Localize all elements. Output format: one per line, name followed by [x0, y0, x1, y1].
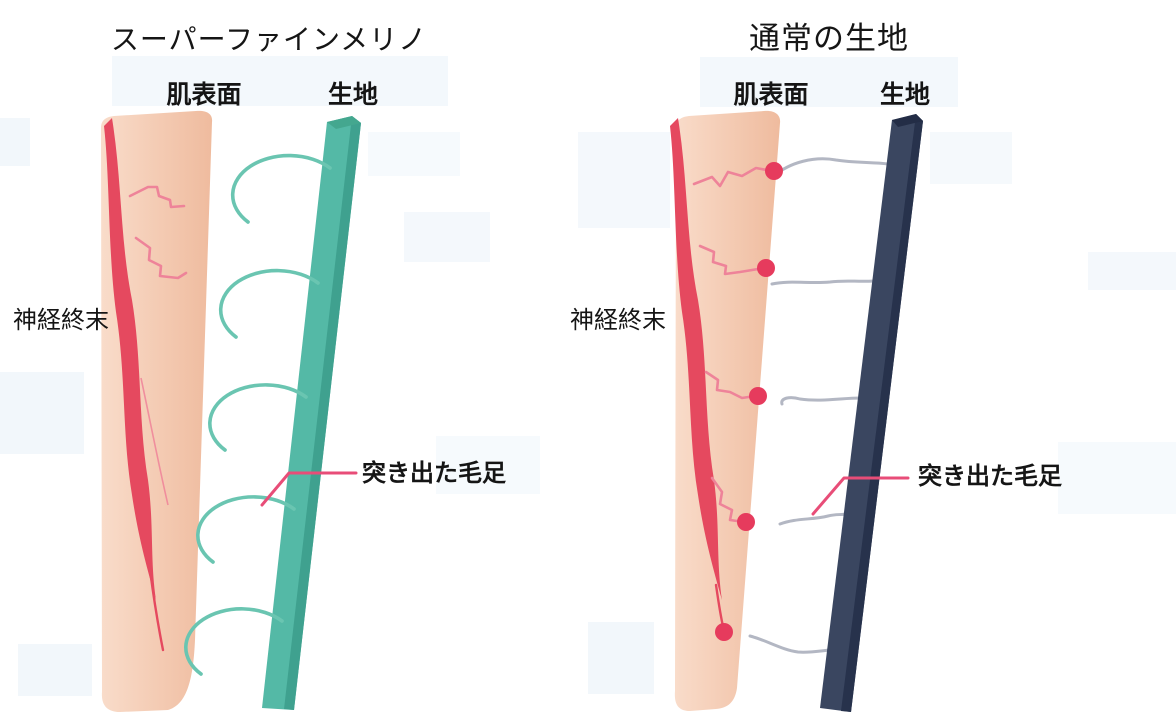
- fabric-bar-cap: [892, 114, 923, 127]
- fiber-strand: [748, 634, 832, 654]
- panel-left-protruding-fiber-label: 突き出た毛足: [362, 460, 506, 487]
- highlight-wash: [578, 132, 670, 228]
- panel-left-fabric-label: 生地: [327, 81, 379, 109]
- nerve-shape: [104, 118, 156, 600]
- contact-dot: [737, 513, 755, 531]
- nerve-branch: [710, 476, 746, 524]
- panel-left-skin-surface-label: 肌表面: [166, 81, 242, 109]
- panel-right-protruding-fiber-label: 突き出た毛足: [918, 463, 1062, 490]
- highlight-wash: [112, 56, 448, 106]
- fiber-curl: [230, 153, 332, 224]
- nerve-fibril: [140, 377, 169, 506]
- panel-right-nerve-ending-label: 神経終末: [570, 307, 666, 334]
- contact-dot: [757, 259, 775, 277]
- callout-line: [260, 471, 358, 507]
- callout-line: [811, 476, 910, 516]
- panel-left-nerve-ending-label: 神経終末: [13, 307, 109, 334]
- nerve-branch: [698, 244, 766, 276]
- highlight-wash: [930, 132, 1012, 184]
- fiber-curl: [196, 495, 296, 564]
- fiber-curl: [184, 607, 284, 676]
- nerve-branch: [692, 166, 774, 188]
- nerve-tail: [148, 568, 165, 652]
- contact-dot: [765, 162, 783, 180]
- nerve-branch: [128, 185, 186, 209]
- fabric-bar-shade: [284, 116, 361, 710]
- highlight-wash: [368, 132, 460, 176]
- fiber-strand: [770, 279, 876, 286]
- highlight-wash: [404, 212, 490, 262]
- highlight-wash: [18, 644, 92, 696]
- fiber-curl: [208, 383, 308, 452]
- panel-left-title: スーパーファインメリノ: [110, 24, 428, 55]
- fiber-strand: [778, 512, 848, 526]
- panel-right-fabric-label: 生地: [879, 81, 931, 109]
- fabric-bar-cap: [327, 116, 361, 129]
- contact-dot: [715, 623, 733, 641]
- highlight-wash: [1058, 442, 1176, 514]
- contact-dot: [749, 387, 767, 405]
- highlight-wash: [436, 436, 540, 494]
- fiber-curl: [218, 268, 320, 339]
- panel-right-art: [670, 110, 923, 712]
- skin-shape: [674, 110, 781, 711]
- nerve-branch: [134, 236, 188, 280]
- skin-shape: [101, 110, 213, 712]
- fiber-strand: [772, 157, 890, 178]
- panel-right-title: 通常の生地: [749, 21, 909, 56]
- highlight-wash: [1088, 252, 1176, 290]
- fabric-bar-shade: [841, 114, 923, 712]
- highlight-wash: [700, 57, 958, 107]
- highlight-wash: [0, 372, 84, 454]
- highlight-wash: [588, 622, 654, 694]
- background-washes: [0, 56, 1176, 696]
- nerve-shape: [670, 118, 722, 600]
- nerve-branch: [704, 370, 757, 400]
- fiber-strand: [780, 396, 862, 406]
- panel-left-art: [101, 110, 361, 712]
- panel-right-skin-surface-label: 肌表面: [733, 81, 809, 109]
- highlight-wash: [0, 118, 30, 166]
